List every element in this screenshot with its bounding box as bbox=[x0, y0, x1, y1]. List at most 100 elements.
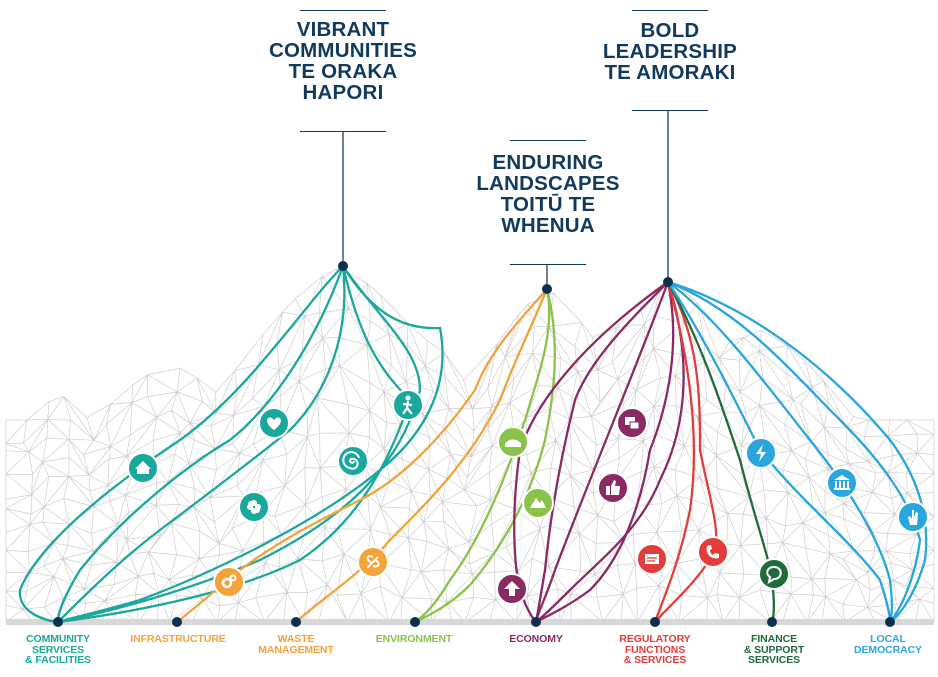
category-local-democracy: LOCAL DEMOCRACY bbox=[840, 634, 936, 655]
hand-icon bbox=[897, 501, 929, 533]
environment-anchor-node bbox=[410, 617, 420, 627]
category-line: & FACILITIES bbox=[25, 654, 91, 666]
regulatory-path bbox=[653, 280, 718, 624]
building-icon bbox=[826, 467, 858, 499]
heading-bold-leadership: BOLD LEADERSHIP TE AMORAKI bbox=[570, 20, 770, 83]
spiral-icon bbox=[337, 445, 369, 477]
category-infrastructure: INFRASTRUCTURE bbox=[118, 634, 238, 645]
speech-bubbles-icon bbox=[616, 407, 648, 439]
leaf-icon bbox=[357, 546, 389, 578]
infrastructure-anchor-node bbox=[172, 617, 182, 627]
heading-line: ENDURING bbox=[492, 151, 604, 174]
heart-icon bbox=[258, 407, 290, 439]
walking-person-icon bbox=[392, 389, 424, 421]
vibrant-bottom-rule bbox=[300, 131, 386, 132]
heading-line: COMMUNITIES bbox=[269, 39, 417, 62]
path-nodes bbox=[53, 261, 895, 627]
heading-line: BOLD bbox=[640, 19, 700, 42]
community-path bbox=[56, 264, 345, 624]
activity-icons bbox=[127, 389, 929, 605]
waste-path bbox=[294, 287, 549, 624]
category-line: INFRASTRUCTURE bbox=[130, 633, 226, 645]
mesh-lines bbox=[5, 267, 935, 623]
category-line: FUNCTIONS bbox=[624, 643, 686, 656]
heading-line: WHENUA bbox=[501, 214, 595, 237]
democracy-anchor-node bbox=[885, 617, 895, 627]
economy-path bbox=[534, 280, 670, 624]
house-icon bbox=[127, 452, 159, 484]
category-finance-support: FINANCE & SUPPORT SERVICES bbox=[724, 634, 824, 666]
community-anchor-node bbox=[53, 617, 63, 627]
category-line: FINANCE bbox=[751, 633, 797, 645]
bold-top-rule bbox=[632, 10, 708, 11]
phone-icon bbox=[697, 536, 729, 568]
enduring-peak-node bbox=[542, 284, 552, 294]
community-path bbox=[56, 264, 412, 624]
heading-line: LEADERSHIP bbox=[602, 40, 738, 63]
democracy-path bbox=[666, 280, 922, 624]
category-line: COMMUNITY bbox=[26, 633, 90, 645]
category-line: DEMOCRACY bbox=[854, 643, 922, 656]
heading-line: TOITŪ TE bbox=[500, 193, 596, 216]
heading-enduring-landscapes: ENDURING LANDSCAPES TOITŪ TE WHENUA bbox=[446, 152, 650, 236]
economy-path bbox=[534, 280, 675, 624]
finance-anchor-node bbox=[767, 617, 777, 627]
category-line: ECONOMY bbox=[509, 633, 563, 645]
document-icon bbox=[636, 543, 668, 575]
category-waste-management: WASTE MANAGEMENT bbox=[246, 634, 346, 655]
category-line: LOCAL bbox=[870, 633, 906, 645]
finance-badge bbox=[758, 558, 790, 590]
category-line: SERVICES bbox=[31, 643, 85, 656]
category-economy: ECONOMY bbox=[486, 634, 586, 645]
community-path bbox=[56, 264, 422, 624]
vibrant-top-rule bbox=[300, 10, 386, 11]
bold-bottom-rule bbox=[632, 110, 708, 111]
mountain-mesh bbox=[5, 267, 935, 625]
economy-path bbox=[513, 280, 670, 624]
democracy-path bbox=[666, 280, 892, 624]
heading-line: TE ORAKA bbox=[288, 60, 398, 83]
up-arrow-icon bbox=[496, 573, 528, 605]
economy-anchor-node bbox=[531, 617, 541, 627]
category-line: & SUPPORT bbox=[743, 643, 805, 656]
regulatory-path bbox=[653, 280, 696, 624]
category-line: & SERVICES bbox=[623, 654, 687, 666]
category-line: REGULATORY bbox=[619, 633, 691, 645]
category-environment: ENVIRONMENT bbox=[364, 634, 464, 645]
category-community-services: COMMUNITY SERVICES & FACILITIES bbox=[8, 634, 108, 666]
heading-line: TE AMORAKI bbox=[604, 61, 736, 84]
category-line: WASTE bbox=[277, 633, 315, 645]
democracy-badge bbox=[826, 467, 858, 499]
category-line: ENVIRONMENT bbox=[375, 633, 453, 645]
category-line: MANAGEMENT bbox=[258, 643, 334, 656]
finance-path bbox=[666, 280, 776, 624]
category-regulatory-functions: REGULATORY FUNCTIONS & SERVICES bbox=[600, 634, 710, 666]
lightning-icon bbox=[745, 437, 777, 469]
flower-icon bbox=[238, 491, 270, 523]
community-badge bbox=[238, 491, 270, 523]
regulatory-anchor-node bbox=[650, 617, 660, 627]
community-path bbox=[56, 264, 346, 624]
regulatory-badge bbox=[697, 536, 729, 568]
environment-path bbox=[413, 287, 551, 624]
bold-peak-node bbox=[663, 277, 673, 287]
economy-path bbox=[534, 280, 670, 624]
mountain-icon bbox=[522, 487, 554, 519]
heading-line: HAPORI bbox=[302, 81, 384, 104]
heading-vibrant-communities: VIBRANT COMMUNITIES TE ORAKA HAPORI bbox=[234, 19, 452, 103]
heading-line: LANDSCAPES bbox=[476, 172, 620, 195]
waste-anchor-node bbox=[291, 617, 301, 627]
landscape-icon bbox=[497, 426, 529, 458]
chat-icon bbox=[758, 558, 790, 590]
thumbs-up-icon bbox=[597, 472, 629, 504]
gears-icon bbox=[213, 566, 245, 598]
democracy-path bbox=[666, 280, 928, 624]
vibrant-peak-node bbox=[338, 261, 348, 271]
enduring-top-rule bbox=[510, 140, 586, 141]
infrastructure-badge bbox=[213, 566, 245, 598]
economy-path bbox=[534, 280, 685, 624]
category-line: SERVICES bbox=[747, 654, 801, 666]
heading-line: VIBRANT bbox=[296, 18, 390, 41]
